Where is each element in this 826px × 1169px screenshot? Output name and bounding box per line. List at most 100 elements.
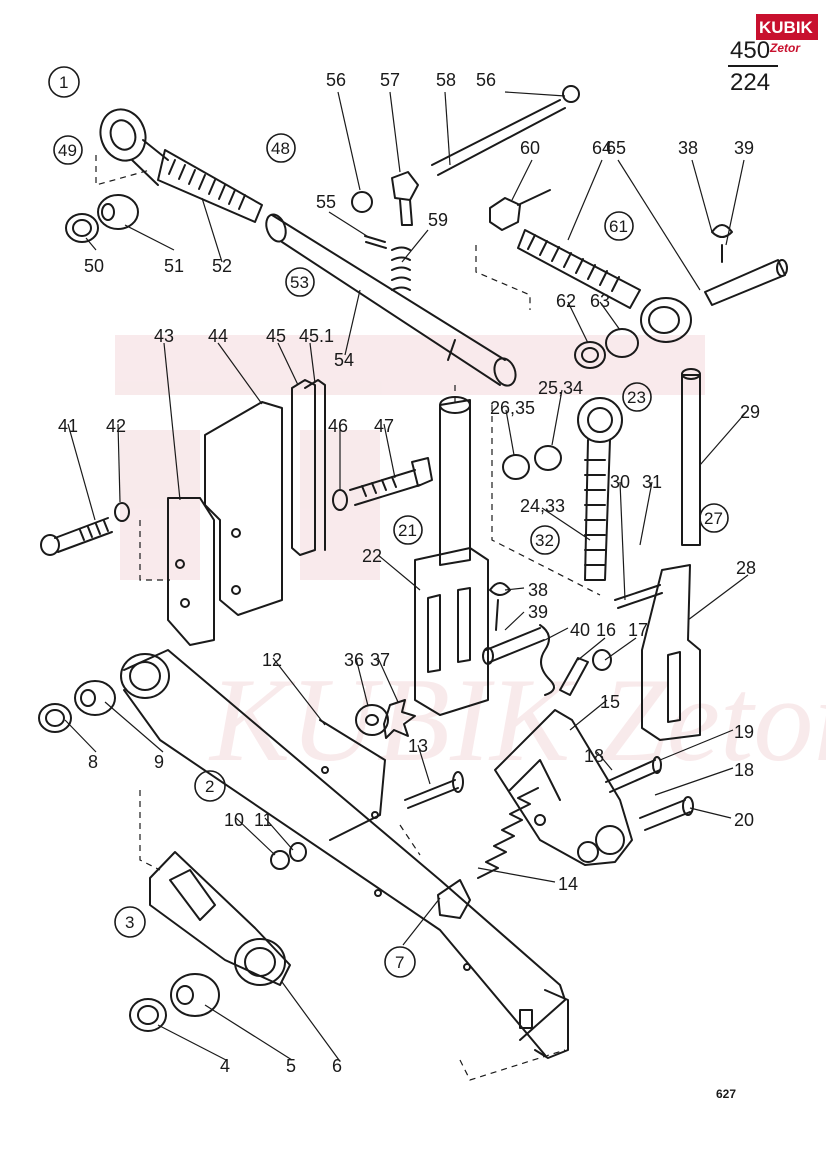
part-label: 55 [316,192,336,212]
pin-19 [605,756,662,793]
bracket-43 [167,497,215,646]
top-link-tube-54 [265,213,517,387]
part-label: 37 [370,650,390,670]
part-label: 4 [220,1056,230,1076]
ring-17 [592,649,612,671]
top-link-assembly [99,108,263,223]
part-label: 25,34 [538,378,583,398]
part-label: 11 [254,810,273,830]
part-label: 52 [212,256,232,276]
part-label: 65 [606,138,626,158]
page-total: 224 [730,69,770,96]
part-labels: 56 57 58 56 55 59 60 64 65 38 39 52 50 5… [58,70,760,1076]
part-label: 24,33 [520,496,565,516]
fork-28 [641,564,701,741]
bolt-47 [349,457,433,506]
lower-lifting-rod-22 [414,396,489,716]
part-label: 36 [344,650,364,670]
group-label: 23 [627,388,646,407]
part-label: 40 [570,620,590,640]
part-label: 13 [408,736,428,756]
part-label: 50 [84,256,104,276]
block-57 [364,171,419,291]
part-label: 63 [590,291,610,311]
group-label-texts: 1 49 48 53 61 21 23 32 27 2 3 7 [58,73,723,972]
pin-16 [559,657,589,696]
ball-5 [170,973,220,1017]
part-label: 64 [592,138,612,158]
part-label: 9 [154,752,164,772]
tube-29 [681,368,701,546]
watermark-text: KUBIK Zetor [208,653,826,786]
part-label: 56 [476,70,496,90]
part-label: 29 [740,402,760,422]
leader-lines [64,91,749,1061]
part-label: 38 [528,580,548,600]
spring-14 [477,787,539,879]
nut-10 [270,850,290,870]
part-label: 5 [286,1056,296,1076]
part-label: 12 [262,650,282,670]
part-label: 39 [528,602,548,622]
pin-39-upper [704,224,788,306]
lower-arm-6 [149,851,291,986]
part-label: 14 [558,874,578,894]
part-label: 19 [734,722,754,742]
part-label: 16 [596,620,616,640]
logo-brand: KUBIK [759,18,814,37]
bracket-15 [494,709,633,866]
group-label: 48 [271,139,290,158]
part-label: 17 [628,620,648,640]
ball-25 [534,445,562,471]
washer-36 [355,704,389,736]
ring-8 [38,703,72,733]
part-label: 39 [734,138,754,158]
assembly-guides [95,155,601,1081]
part-label: 26,35 [490,398,535,418]
nut-60 [489,189,551,231]
part-label: 57 [380,70,400,90]
part-label: 20 [734,810,754,830]
group-label: 32 [535,531,554,550]
group-label: 21 [398,521,417,540]
star-washer-37 [383,699,416,739]
bolt-41 [40,517,113,556]
pin-30 [614,584,663,609]
part-label: 45 [266,326,286,346]
ring-26 [502,454,530,480]
part-label: 45.1 [299,326,334,346]
logo-sub: Zetor [769,41,801,55]
ring-62 [574,341,606,369]
part-label: 18 [584,746,604,766]
threaded-rod-24 [577,397,623,581]
part-label: 47 [374,416,394,436]
bolt-13 [404,771,464,809]
group-label: 61 [609,217,628,236]
part-label: 59 [428,210,448,230]
ball-joint-ring-50 [65,213,99,243]
threaded-rod-64 [517,229,692,343]
part-label: 8 [88,752,98,772]
part-label: 28 [736,558,756,578]
part-label: 56 [326,70,346,90]
part-label: 30 [610,472,630,492]
part-label: 31 [642,472,662,492]
group-label: 53 [290,273,309,292]
spring-clip-40 [539,624,555,696]
washer-42 [114,502,130,522]
ball-63 [605,328,639,358]
part-label: 38 [678,138,698,158]
page-reference: 450 224 [728,37,778,96]
part-label: 62 [556,291,576,311]
group-label: 2 [205,777,214,796]
pin-20 [639,796,694,831]
part-label: 15 [600,692,620,712]
part-label: 42 [106,416,126,436]
part-label: 58 [436,70,456,90]
lower-arm-2 [120,649,569,1059]
group-label: 1 [59,73,68,92]
brand-logo: KUBIK Zetor [756,14,818,55]
part-label: 44 [208,326,228,346]
part-label: 60 [520,138,540,158]
